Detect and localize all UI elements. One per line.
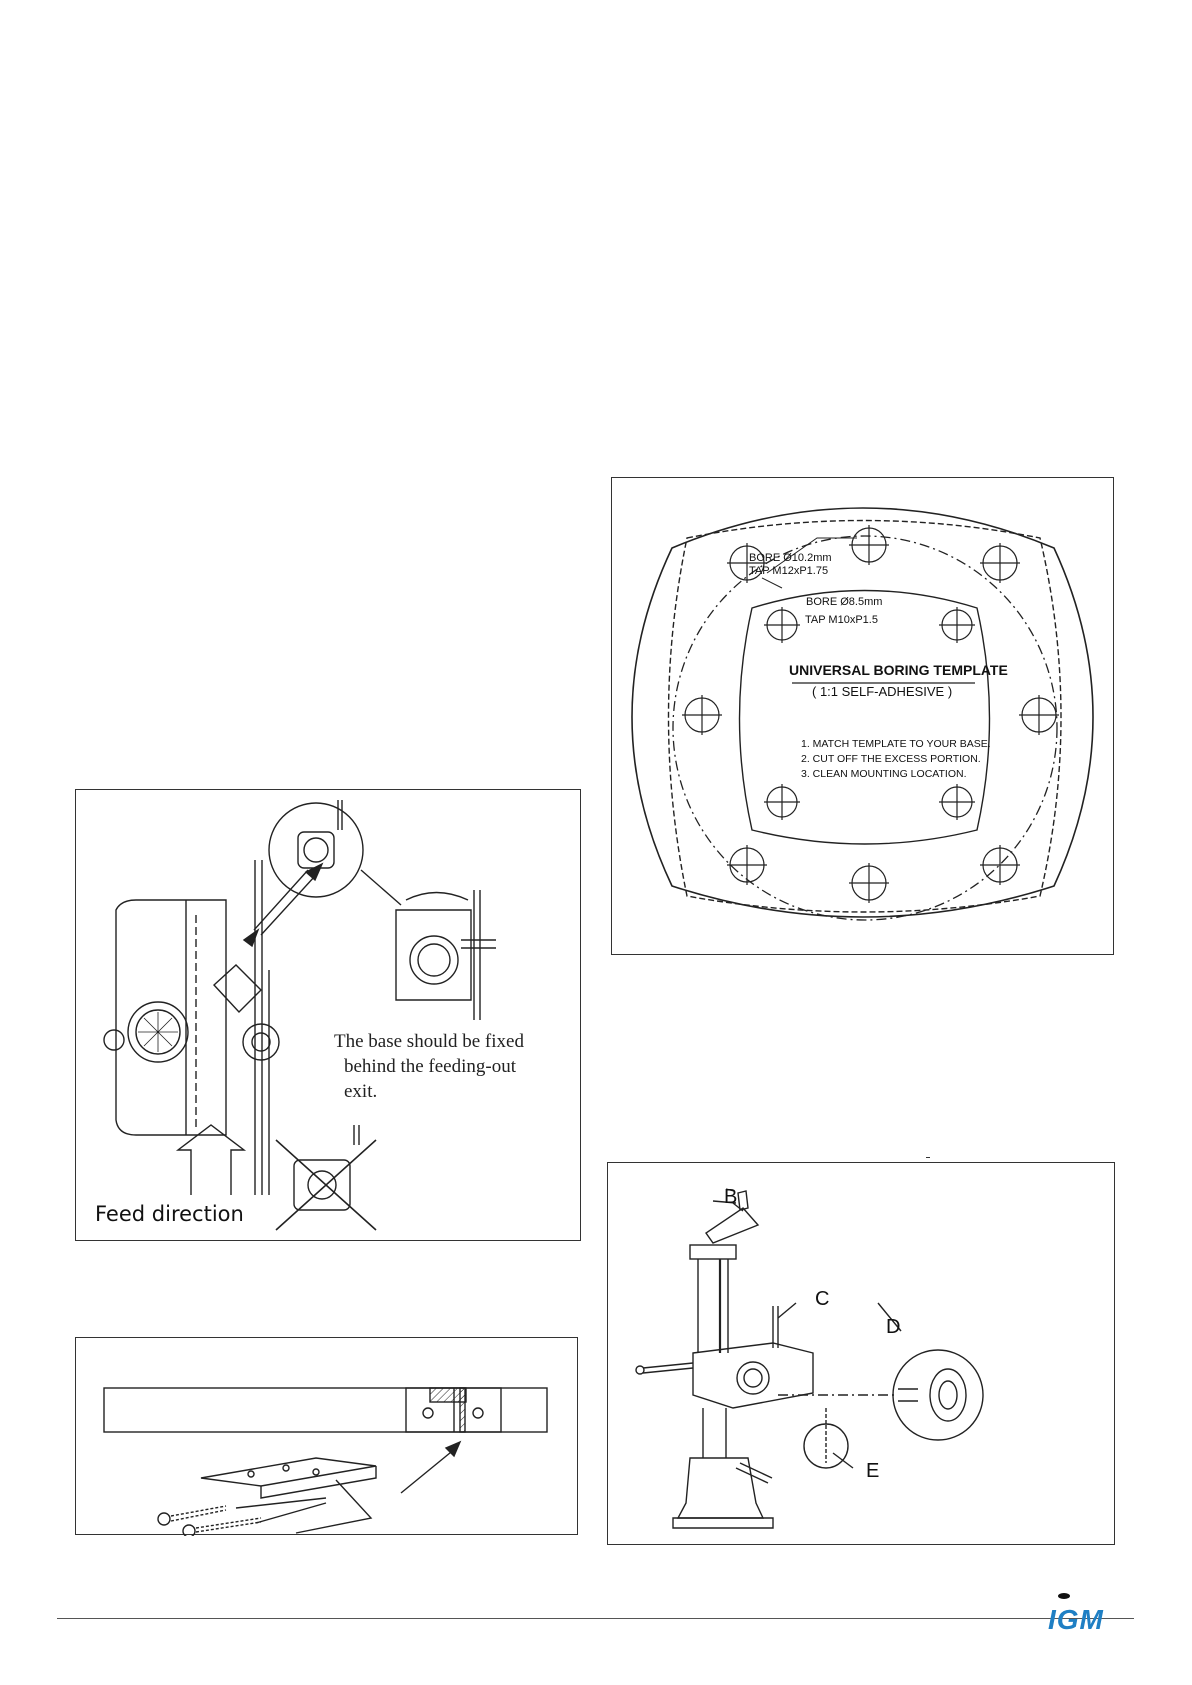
template-title: UNIVERSAL BORING TEMPLATE [789,662,1008,678]
feeder-mounting-drawing [76,790,582,1242]
bore-small-line-1: BORE Ø8.5mm [806,596,882,608]
stand-assembly-drawing [608,1163,1116,1546]
igm-logo: IGM [1048,1604,1104,1636]
label-d: E [866,1460,879,1483]
feed-direction-figure: The base should be fixed behind the feed… [75,789,581,1241]
label-e: D [886,1316,900,1339]
feed-direction-caption: Feed direction [95,1202,244,1226]
bore-large-line-1: BORE Ø10.2mm [749,552,832,564]
boring-template-drawing [612,478,1115,956]
template-step-1: 1. MATCH TEMPLATE TO YOUR BASE. [801,738,991,750]
feed-note-line-2: behind the feeding-out [344,1054,516,1079]
mounting-plate-figure [75,1337,578,1535]
boring-template-figure: BORE Ø10.2mm TAP M12xP1.75 BORE Ø8.5mm T… [611,477,1114,955]
bore-small-line-2: TAP M10xP1.5 [805,614,878,626]
label-c: C [815,1288,829,1311]
logo-accent [1058,1593,1070,1599]
footer-rule [57,1618,1134,1619]
stand-assembly-figure: B C E D [607,1162,1115,1545]
label-b: B [724,1186,737,1209]
feed-note-line-1: The base should be fixed [334,1029,524,1054]
feed-note-line-3: exit. [344,1079,377,1104]
bolt-hole-marks [682,525,1059,903]
bore-large-line-2: TAP M12xP1.75 [749,565,828,577]
template-subtitle: ( 1:1 SELF-ADHESIVE ) [812,684,952,699]
template-step-3: 3. CLEAN MOUNTING LOCATION. [801,768,967,780]
template-step-2: 2. CUT OFF THE EXCESS PORTION. [801,753,981,765]
mounting-plate-drawing [76,1338,579,1536]
stray-mark [926,1157,930,1158]
